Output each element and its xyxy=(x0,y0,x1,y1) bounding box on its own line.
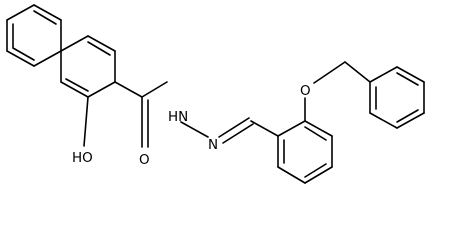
benzylidene-ring xyxy=(277,120,333,184)
bond xyxy=(33,4,62,21)
bond xyxy=(304,120,333,137)
benzyl-ring xyxy=(369,66,425,129)
bond xyxy=(313,61,346,84)
imine-nitrogen-label: N xyxy=(208,137,218,153)
amide-nh-label: HN xyxy=(168,109,188,125)
bond xyxy=(141,81,168,98)
bond xyxy=(396,112,425,129)
double-bond xyxy=(304,163,327,178)
bond xyxy=(6,50,35,67)
bond xyxy=(87,81,116,98)
bond xyxy=(33,50,62,67)
double-bond xyxy=(87,41,111,56)
molecule-canvas: HO O HN N O xyxy=(6,4,425,184)
bond xyxy=(277,120,306,137)
ether-oxygen-label: O xyxy=(300,83,311,99)
bond xyxy=(369,112,398,129)
hydroxyl-label: HO xyxy=(72,150,93,166)
bond xyxy=(114,81,143,98)
bond xyxy=(250,120,279,137)
double-bond xyxy=(396,109,419,123)
bond xyxy=(344,61,371,83)
hydroxyl-bond xyxy=(83,96,89,147)
carbonyl-oxygen-label: O xyxy=(139,152,150,168)
naphthalene-ring-a xyxy=(6,4,62,67)
structure-diagram: HO O HN N O xyxy=(6,4,425,184)
bond xyxy=(60,81,89,98)
bond xyxy=(396,66,425,83)
double-bond xyxy=(65,78,89,92)
bond xyxy=(369,66,398,83)
double-bond xyxy=(12,47,35,61)
naphthalene-ring-b xyxy=(60,35,116,98)
bond xyxy=(180,121,209,138)
imine-double-bond xyxy=(222,123,254,144)
double-bond xyxy=(33,10,57,25)
double-bond xyxy=(396,72,419,86)
bond xyxy=(6,4,35,21)
imine-double-bond xyxy=(218,117,250,138)
bond xyxy=(277,166,306,184)
double-bond xyxy=(304,126,327,141)
bond xyxy=(87,35,116,52)
bond xyxy=(60,35,89,52)
bond xyxy=(304,166,333,184)
